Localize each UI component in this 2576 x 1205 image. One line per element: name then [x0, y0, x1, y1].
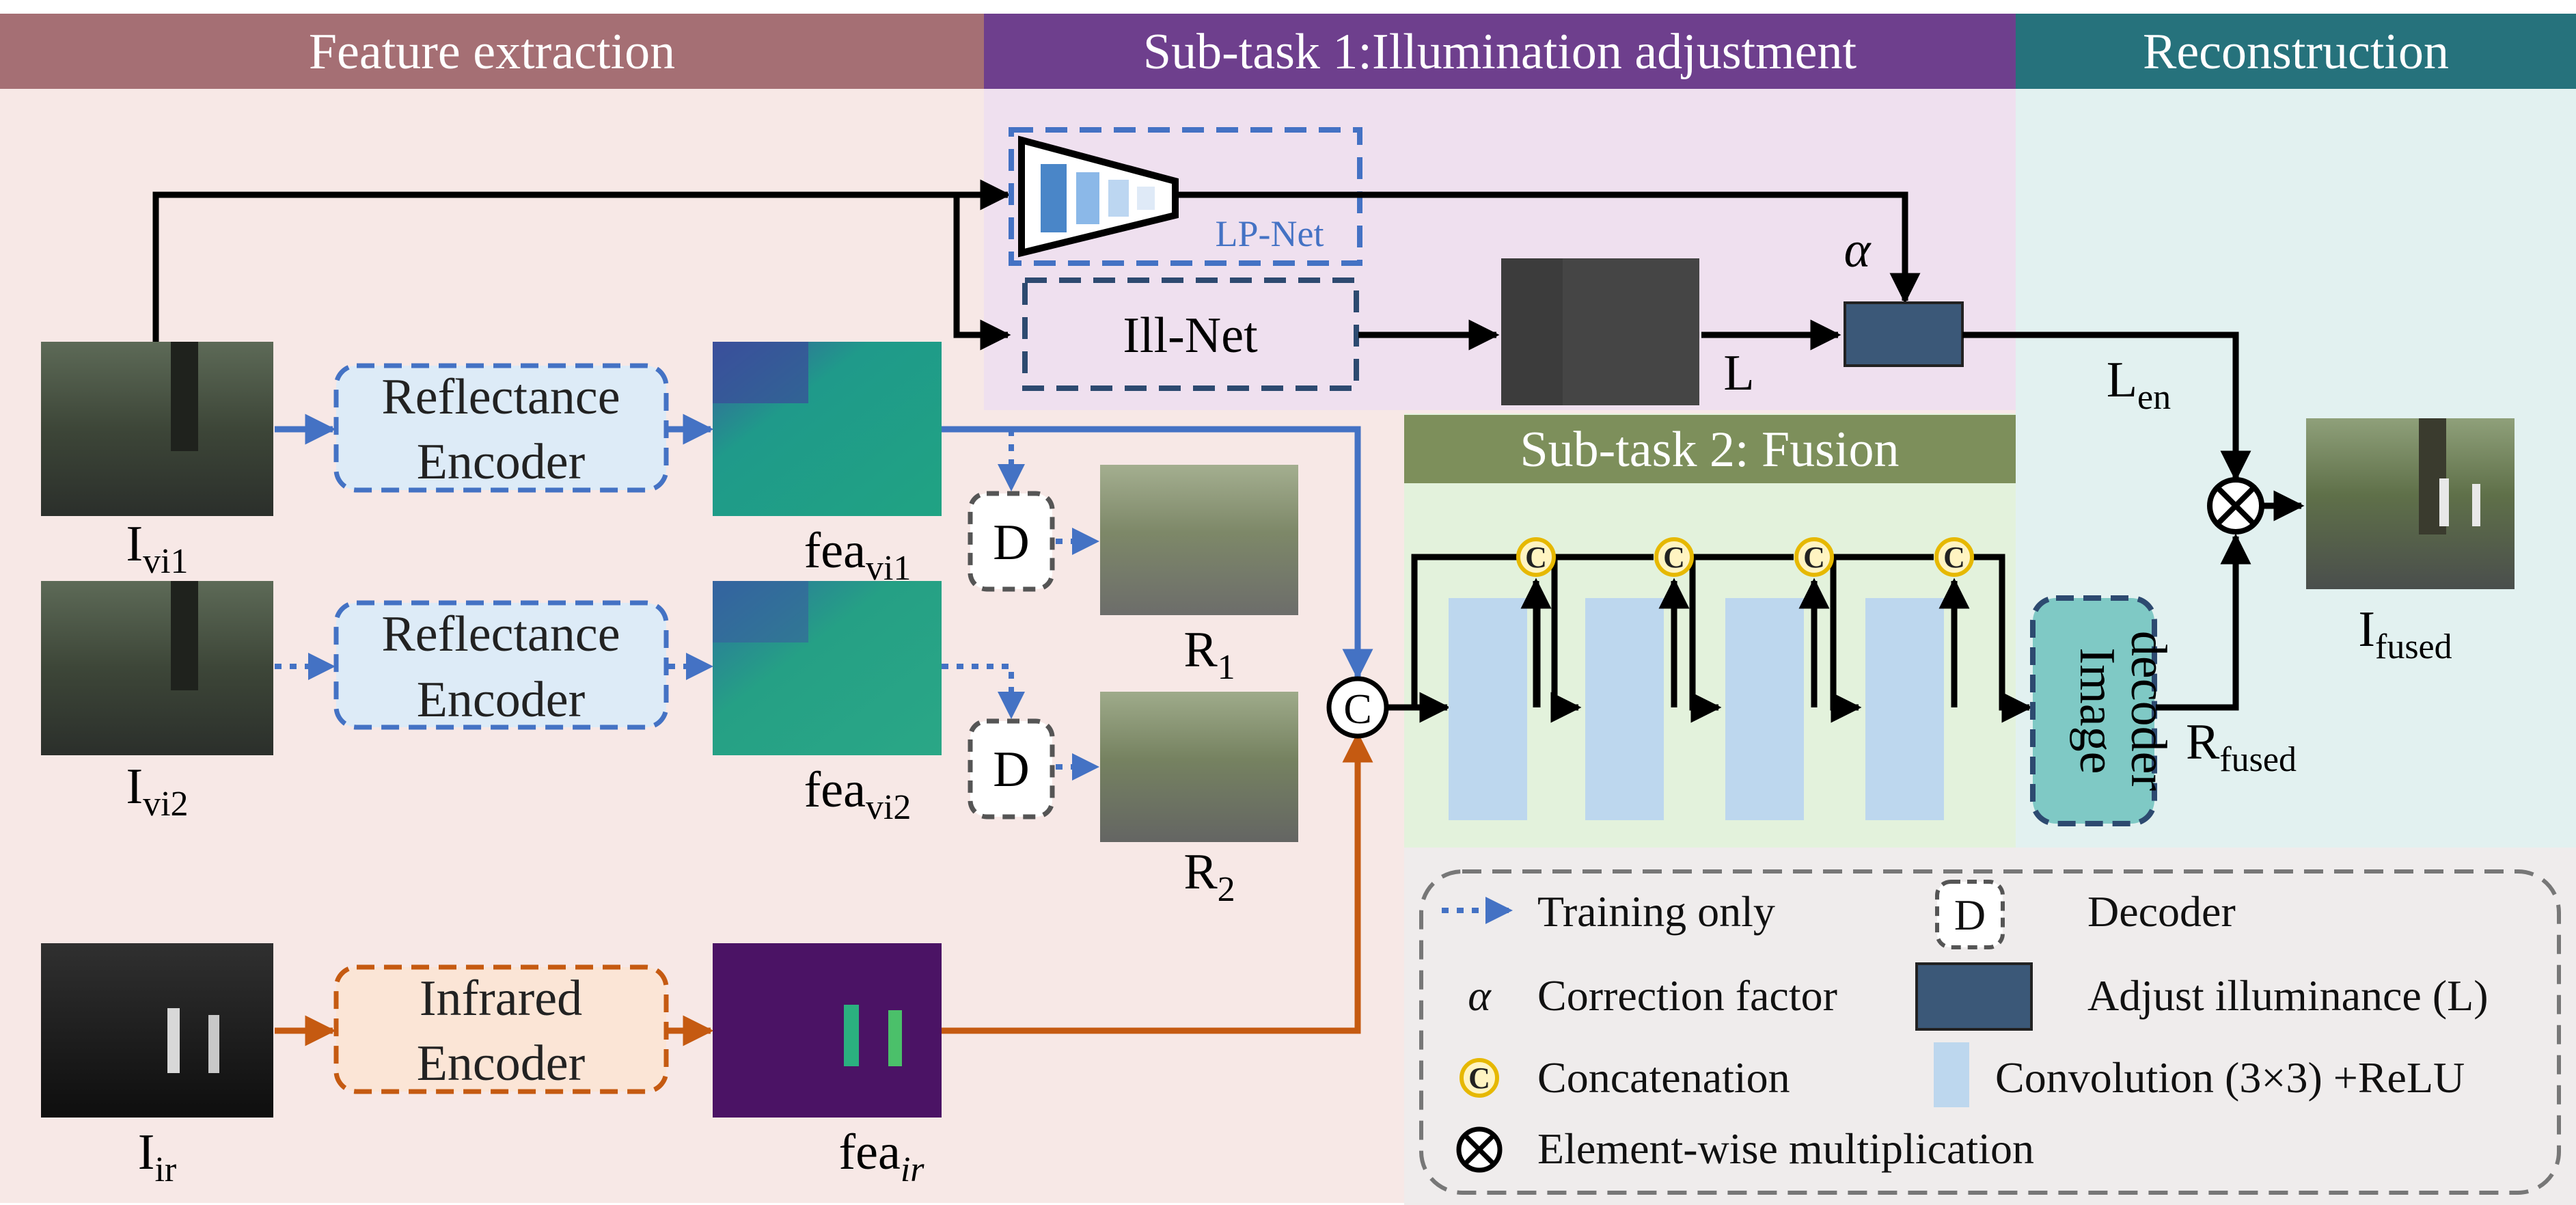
legend-concatenation: Concatenation	[1537, 1053, 1790, 1102]
image-decoder-line1: Image	[2069, 648, 2125, 774]
i-vi2-label: Ivi2	[126, 759, 188, 824]
fea-vi2-patch	[713, 581, 808, 642]
r-fused-label: Rfused	[2186, 714, 2297, 779]
legend-convolution: Convolution (3×3) +ReLU	[1995, 1053, 2465, 1102]
legend-training-only: Training only	[1537, 887, 1775, 936]
legend-alpha-symbol: α	[1468, 971, 1492, 1020]
decoder-to-multiply-line	[2156, 533, 2251, 711]
decoder-d2-label: D	[993, 742, 1029, 798]
decoder-d1-box	[968, 491, 1055, 592]
vi2-image	[41, 581, 273, 755]
fea-vi1-to-concat-line	[942, 426, 1373, 680]
i-fused-label: Ifused	[2358, 601, 2452, 666]
r2-label: R2	[1183, 844, 1235, 909]
ir-image	[41, 943, 273, 1118]
ir-person-1	[167, 1008, 180, 1073]
reflectance-encoder-1	[333, 363, 669, 493]
subtask1-header	[984, 14, 2016, 89]
legend-box	[1419, 869, 2561, 1195]
concat-main-label: C	[1343, 686, 1371, 733]
ir-person-2	[208, 1015, 219, 1073]
image-decoder-line2: decoder	[2120, 631, 2176, 791]
i-ir-label: Iir	[138, 1124, 176, 1189]
svg-text:C: C	[1663, 541, 1685, 574]
l-en-label: Len	[2107, 352, 2171, 417]
to-illnet-line	[953, 195, 1011, 351]
lpnet-to-alpha-line	[1175, 191, 1921, 304]
legend-adjust-illuminance: Adjust illuminance (L)	[2087, 971, 2489, 1020]
small-concat-symbols: C C C C	[1516, 537, 1974, 577]
lp-net-bar-2	[1076, 172, 1099, 224]
adjust-to-multiply-line	[1962, 331, 2251, 482]
legend-adjust-box	[1915, 962, 2033, 1031]
concat-main-symbol	[1326, 676, 1389, 739]
r1-label: R1	[1183, 622, 1235, 687]
reflectance-encoder-1-line2: Encoder	[417, 434, 586, 490]
fused-image	[2306, 418, 2515, 589]
lp-net-label: LP-Net	[1216, 213, 1324, 254]
lp-net-bar-3	[1108, 180, 1129, 217]
reflectance-encoder-2-line2: Encoder	[417, 672, 586, 728]
r1-image	[1100, 465, 1298, 615]
reconstruction-title: Reconstruction	[2143, 24, 2449, 80]
decoder-d1-label: D	[993, 515, 1029, 571]
legend-correction-factor: Correction factor	[1537, 971, 1837, 1020]
i-vi1-label: Ivi1	[126, 516, 188, 581]
conv-block-4	[1865, 598, 1944, 820]
conv-block-1	[1449, 598, 1527, 820]
fea-ir-label: feair	[838, 1124, 924, 1189]
vi2-image-trunk	[171, 581, 198, 690]
svg-text:C: C	[1525, 541, 1547, 574]
dense-connections	[1411, 554, 2033, 723]
r2-image	[1100, 692, 1298, 842]
legend-element-wise: Element-wise multiplication	[1537, 1124, 2034, 1173]
reconstruction-header	[2016, 14, 2576, 89]
fea-ir-person-2	[888, 1010, 902, 1066]
adjust-illuminance-box	[1844, 301, 1964, 367]
image-decoder-box	[2030, 595, 2157, 826]
lp-net-bar-1	[1041, 164, 1067, 232]
svg-text:C: C	[1803, 541, 1825, 574]
svg-text:C: C	[1943, 541, 1965, 574]
fused-person-1	[2439, 478, 2449, 526]
lp-net-bar-4	[1137, 187, 1155, 210]
fused-person-2	[2472, 484, 2480, 526]
vi1-image-trunk	[171, 342, 198, 451]
ill-net-box	[1022, 277, 1359, 391]
legend-decoder: Decoder	[2087, 887, 2236, 936]
feature-extraction-header	[0, 14, 984, 89]
subtask2-title: Sub-task 2: Fusion	[1520, 422, 1899, 478]
vi1-image	[41, 342, 273, 516]
legend-conv-block	[1934, 1042, 1969, 1107]
feature-extraction-title: Feature extraction	[309, 24, 675, 80]
subtask1-title: Sub-task 1:Illumination adjustment	[1143, 24, 1857, 80]
fea-ir-to-concat-line	[942, 731, 1373, 1034]
vi1-to-lpnet-line	[152, 179, 1011, 342]
legend-multiply-x-2	[1463, 1133, 1496, 1166]
legend-concat-letter: C	[1468, 1061, 1490, 1095]
reflectance-encoder-2	[333, 600, 669, 730]
conv-block-2	[1585, 598, 1664, 820]
infrared-encoder-line2: Encoder	[417, 1035, 586, 1092]
fea-vi1-patch	[713, 342, 808, 403]
fea-ir-person-1	[844, 1005, 859, 1066]
conv-block-3	[1725, 598, 1804, 820]
fea-vi2-label: feavi2	[804, 762, 912, 827]
decoder-d2-box	[968, 718, 1055, 820]
legend-decoder-box	[1935, 880, 2005, 949]
subtask2-header	[1404, 415, 2016, 483]
infrared-encoder-line1: Infrared	[420, 971, 582, 1027]
ill-net-label: Ill-Net	[1123, 308, 1258, 364]
alpha-label: α	[1844, 222, 1872, 278]
multiply-x-2	[2215, 485, 2256, 526]
L-label: L	[1723, 345, 1754, 401]
fea-ir-image	[713, 943, 942, 1118]
reflectance-encoder-1-line1: Reflectance	[381, 369, 620, 425]
infrared-encoder	[333, 964, 669, 1094]
reflectance-encoder-2-line1: Reflectance	[381, 606, 620, 662]
legend-decoder-symbol: D	[1954, 891, 1986, 939]
illumination-map-shade	[1501, 258, 1563, 405]
legend-concat-symbol	[1460, 1058, 1499, 1098]
